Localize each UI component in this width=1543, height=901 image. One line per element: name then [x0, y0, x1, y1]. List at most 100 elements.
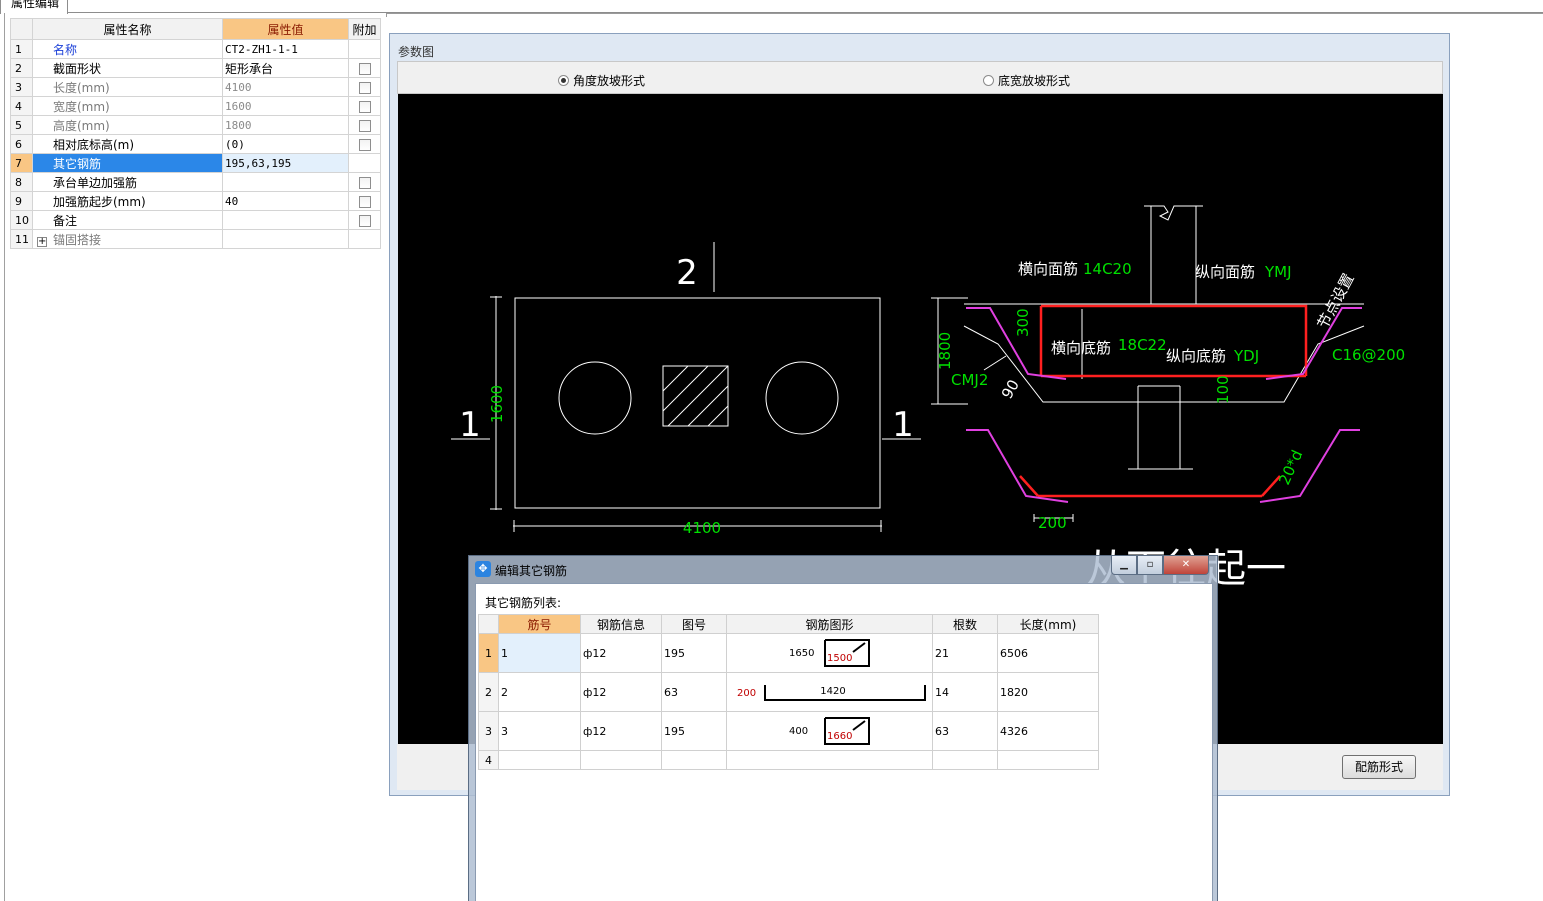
rebar-figure-no[interactable]: 63 [661, 672, 727, 712]
rebar-shape[interactable]: 1420 200 [726, 672, 933, 712]
hatch-lines [662, 365, 729, 427]
radio-angle-slope[interactable]: 角度放坡形式 [558, 72, 645, 89]
plan-label-1-left: 1 [459, 405, 481, 445]
property-extra[interactable] [348, 115, 381, 135]
property-extra[interactable] [348, 77, 381, 97]
property-value[interactable]: 40 [222, 191, 349, 211]
property-extra[interactable] [348, 134, 381, 154]
extra-checkbox[interactable] [358, 62, 371, 75]
tab-property-edit[interactable]: 属性编辑 [0, 0, 68, 14]
rebar-shape[interactable]: 400 1660 [726, 711, 933, 751]
rebar-count[interactable]: 14 [932, 672, 998, 712]
rebar-no[interactable]: 1 [498, 633, 581, 673]
rebar-info[interactable] [580, 750, 662, 770]
rebar-length[interactable]: 6506 [997, 633, 1099, 673]
property-name: 加强筋起步(mm) [32, 191, 223, 211]
extra-checkbox[interactable] [358, 176, 371, 189]
extra-checkbox[interactable] [358, 81, 371, 94]
row-index: 7 [10, 153, 33, 173]
property-extra[interactable] [348, 58, 381, 78]
rebar-no[interactable] [498, 750, 581, 770]
rebar-count[interactable] [932, 750, 998, 770]
property-value[interactable]: 1800 [222, 115, 349, 135]
plan-width-dim: 4100 [683, 519, 721, 537]
property-value[interactable]: (0) [222, 134, 349, 154]
extra-checkbox[interactable] [358, 119, 371, 132]
minimize-button[interactable]: ▁ [1111, 556, 1137, 575]
section-side-bars [966, 307, 1362, 503]
property-extra[interactable] [348, 210, 381, 230]
label-bottom-long-spec: YDJ [1233, 347, 1259, 365]
property-extra[interactable] [348, 191, 381, 211]
rebar-info[interactable]: ф12 [580, 711, 662, 751]
label-top-bar-spec: 14C20 [1083, 260, 1132, 278]
property-value[interactable]: 矩形承台 [222, 58, 349, 78]
rebar-length[interactable]: 4326 [997, 711, 1099, 751]
radio-dot-angle[interactable] [558, 75, 569, 86]
rebar-figure-no[interactable]: 195 [661, 711, 727, 751]
rebar-length[interactable] [997, 750, 1099, 770]
section-view [931, 205, 1365, 522]
rebar-figure-no[interactable] [661, 750, 727, 770]
rebar-config-button[interactable]: 配筋形式 [1342, 755, 1416, 779]
grid-corner [10, 18, 33, 40]
property-value[interactable] [222, 172, 349, 192]
extra-checkbox[interactable] [358, 138, 371, 151]
property-name[interactable]: +锚固搭接 [32, 229, 223, 249]
property-value[interactable]: 1600 [222, 96, 349, 116]
rebar-shape[interactable]: 1650 1500 [726, 633, 933, 673]
rebar-info[interactable]: ф12 [580, 672, 662, 712]
plan-height-dim: 1600 [488, 385, 506, 423]
rebar-info[interactable]: ф12 [580, 633, 662, 673]
shape-dim-b: 200 [737, 688, 756, 699]
property-extra[interactable] [348, 172, 381, 192]
rebar-count[interactable]: 21 [932, 633, 998, 673]
rebar-no[interactable]: 2 [498, 672, 581, 712]
rebar-shape[interactable] [726, 750, 933, 770]
property-value[interactable] [222, 229, 349, 249]
label-side-bar: CMJ2 [951, 371, 988, 389]
radio-width-slope[interactable]: 底宽放坡形式 [983, 72, 1070, 89]
radio-dot-width[interactable] [983, 75, 994, 86]
property-name: 长度(mm) [32, 77, 223, 97]
extra-checkbox[interactable] [358, 195, 371, 208]
rebar-length[interactable]: 1820 [997, 672, 1099, 712]
expand-icon[interactable]: + [37, 235, 47, 247]
label-bottom-dim: 100 [1214, 375, 1232, 404]
header-bar-no: 筋号 [498, 614, 581, 634]
maximize-button[interactable]: ▫ [1137, 556, 1163, 575]
close-button[interactable]: ✕ [1163, 556, 1209, 575]
rebar-count[interactable]: 63 [932, 711, 998, 751]
property-value[interactable]: 195,63,195 [222, 153, 349, 173]
property-value[interactable]: 4100 [222, 77, 349, 97]
label-hook: 20*d [1275, 447, 1306, 487]
label-cover: 300 [1014, 308, 1032, 337]
rebar-row-index: 1 [478, 633, 499, 673]
extra-checkbox[interactable] [358, 214, 371, 227]
section-bottom-shape [1033, 514, 1074, 522]
extra-checkbox[interactable] [358, 100, 371, 113]
property-row[interactable]: 11+锚固搭接 [10, 229, 381, 249]
rebar-figure-no[interactable]: 195 [661, 633, 727, 673]
property-extra[interactable] [348, 96, 381, 116]
radio-angle-label: 角度放坡形式 [573, 74, 646, 88]
label-node-setting: 节点设置 [1314, 270, 1358, 331]
property-value[interactable] [222, 210, 349, 230]
property-value[interactable]: CT2-ZH1-1-1 [222, 39, 349, 59]
row-index: 9 [10, 191, 33, 211]
rebar-row[interactable]: 4 [478, 750, 1099, 770]
rebar-no[interactable]: 3 [498, 711, 581, 751]
